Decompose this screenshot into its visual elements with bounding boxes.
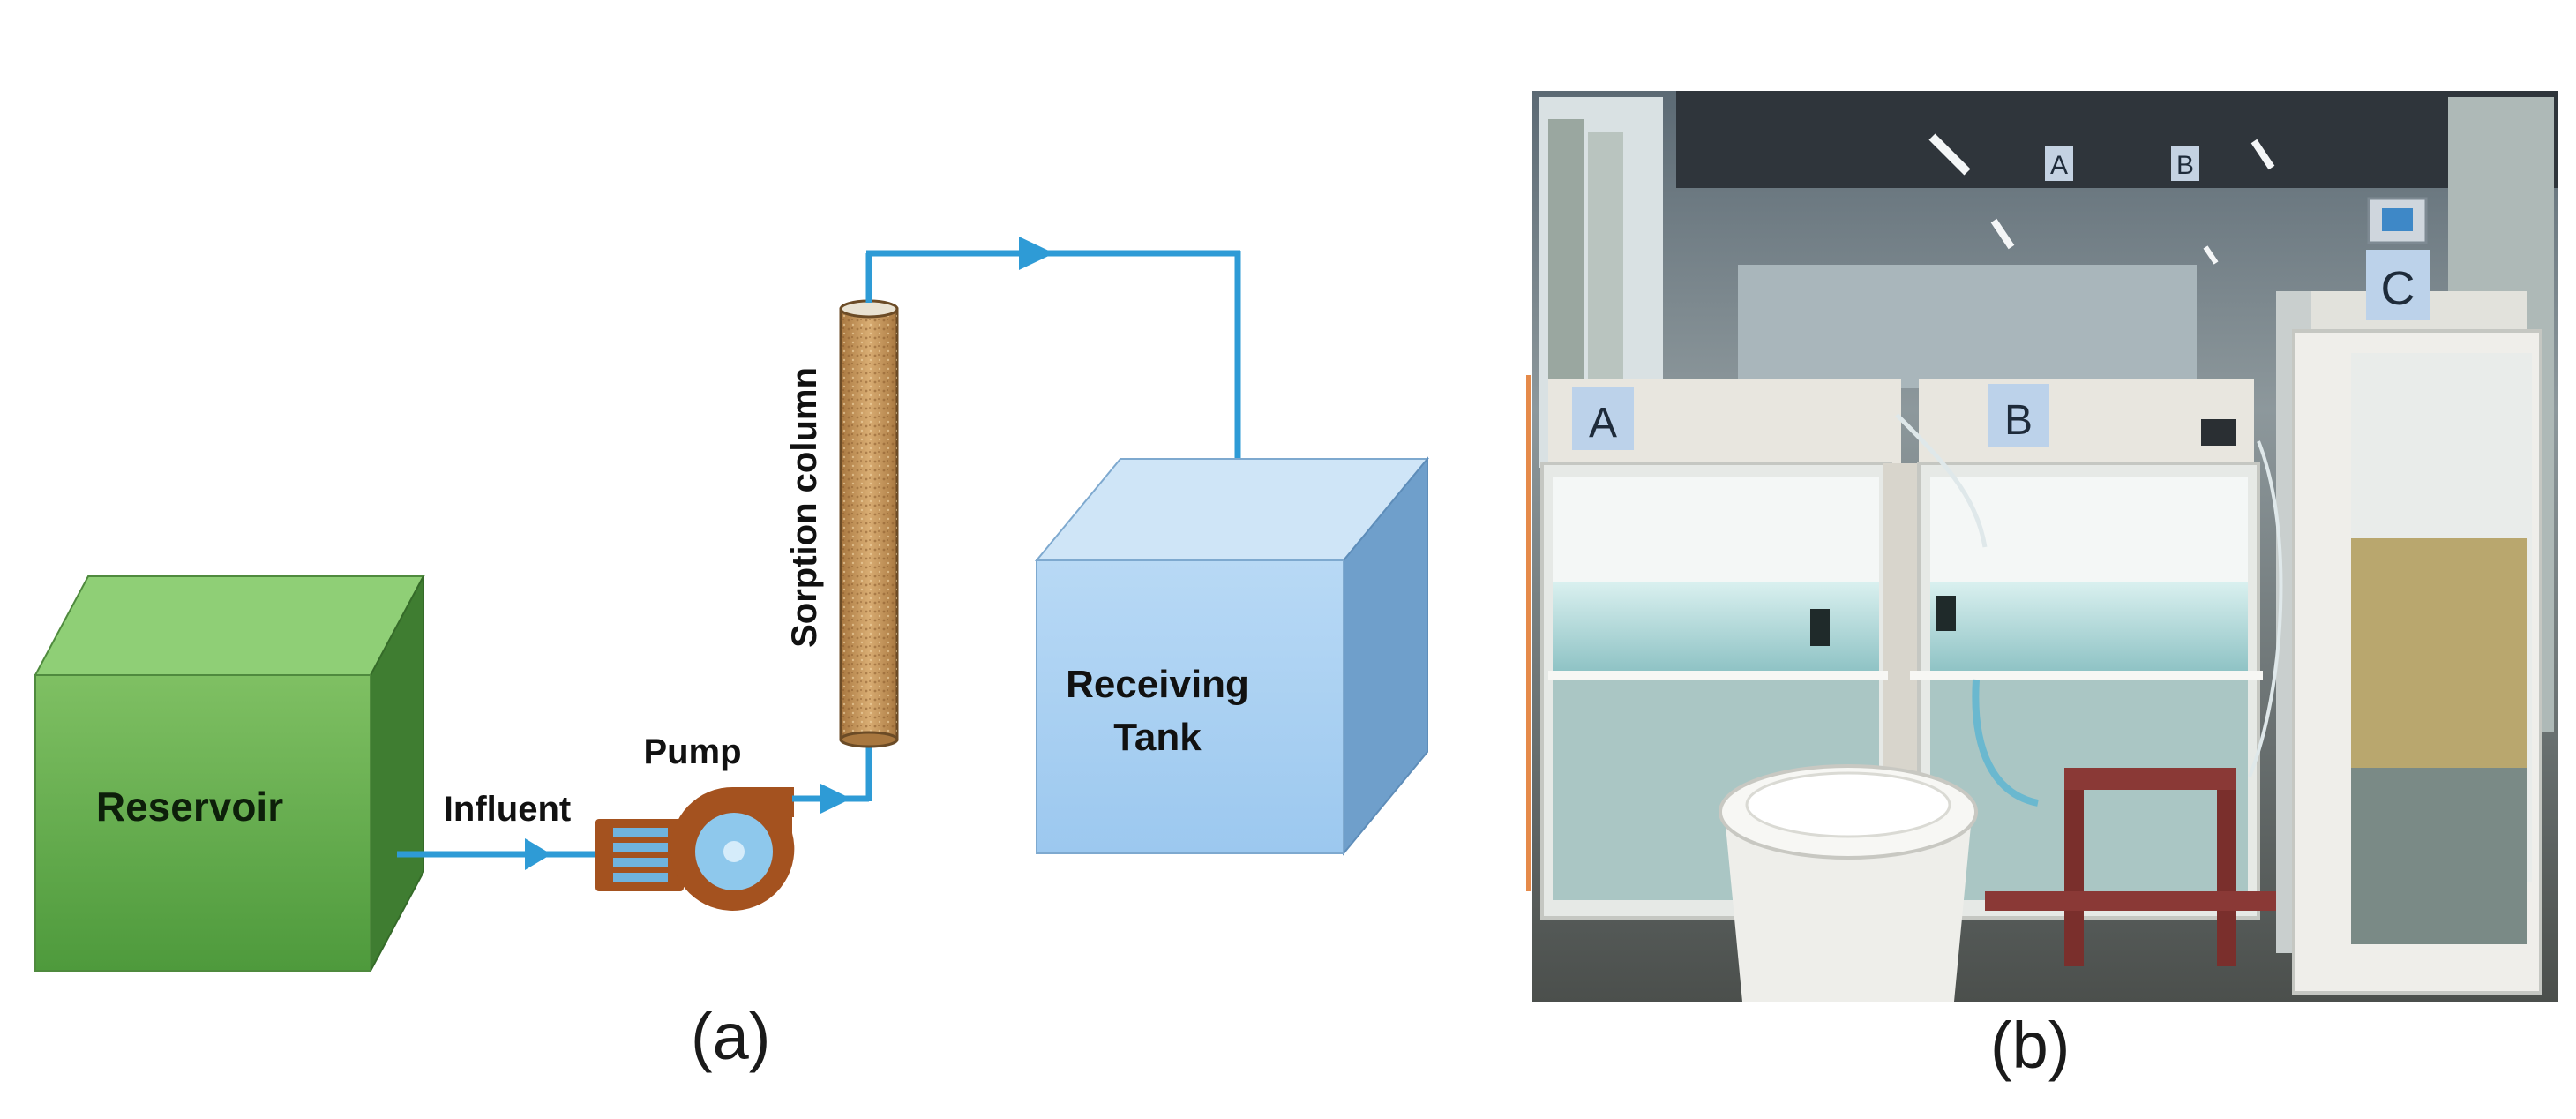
unit-tag-c: [2366, 250, 2430, 320]
influent-label: Influent: [444, 790, 571, 829]
unit-tag-b: [1988, 384, 2049, 447]
sorption-column: [839, 299, 899, 748]
pump-outlet-pipe: [792, 740, 872, 814]
receiving-tank-label-line1: Receiving: [1066, 663, 1249, 706]
influent-pipe: [397, 838, 600, 870]
top-tag-a: [2045, 146, 2073, 181]
top-label-a: A: [2050, 151, 2068, 180]
sorption-column-label: Sorption column: [785, 367, 824, 648]
top-tag-b: [2171, 146, 2199, 181]
receiving-tank-cube: [1034, 456, 1430, 856]
pump-icon: [595, 786, 795, 911]
unit-label-c: C: [2381, 262, 2415, 315]
reservoir-label: Reservoir: [96, 784, 283, 830]
unit-tag-a: [1572, 387, 1634, 450]
top-label-b: B: [2176, 151, 2194, 180]
unit-label-a: A: [1589, 400, 1617, 447]
lab-photo: [1526, 91, 2558, 1002]
pump-label: Pump: [643, 732, 741, 771]
receiving-tank-label-line2: Tank: [1113, 716, 1202, 759]
panel-label-b: (b): [1990, 1009, 2071, 1082]
panel-label-a: (a): [691, 1000, 771, 1073]
unit-label-b: B: [2004, 397, 2033, 444]
reservoir-cube: [34, 575, 425, 972]
